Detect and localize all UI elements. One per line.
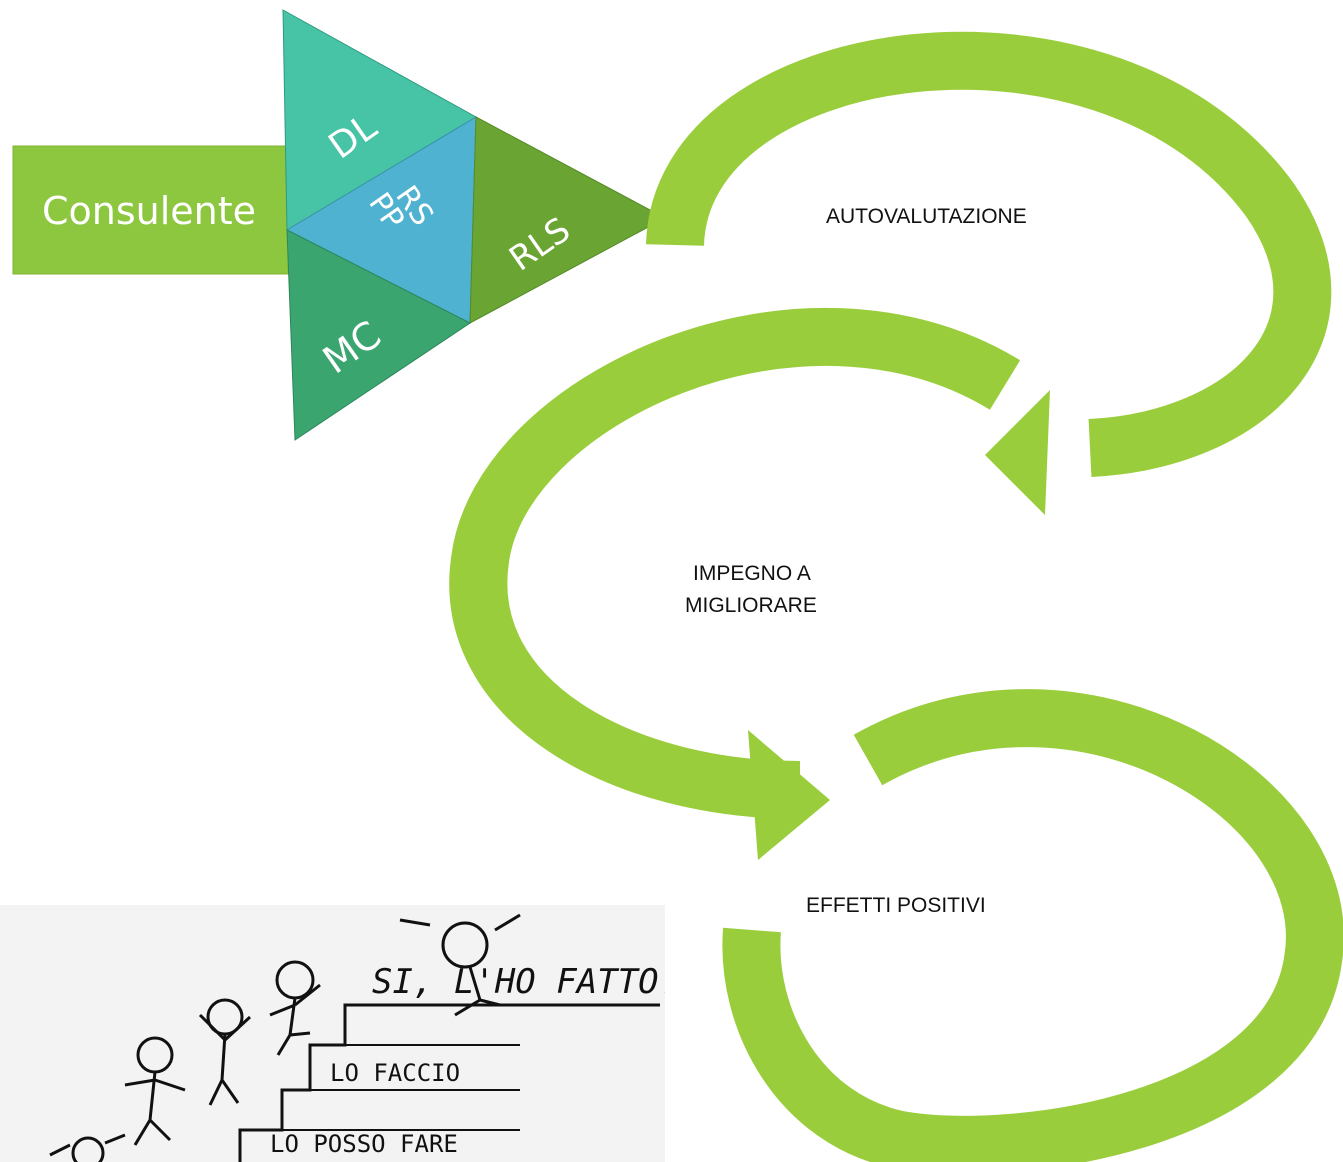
cartoon-text-doing: LO FACCIO — [330, 1059, 460, 1087]
consulente-label: Consulente — [42, 189, 256, 233]
cartoon-text-done: SI, L'HO FATTO! — [372, 962, 665, 1002]
triangle-bottom-segment — [286, 229, 471, 441]
figure-ground — [49, 1133, 126, 1162]
figure-jumping — [399, 913, 521, 1017]
cycle-label-impegno-1: IMPEGNO A — [693, 562, 811, 585]
figure-middle-step — [198, 998, 252, 1106]
cycle-arrow-1 — [646, 31, 1332, 477]
cycle-arrowhead-1 — [985, 390, 1050, 515]
cycle-arrow-3 — [722, 689, 1343, 1162]
cartoon-text-can: LO POSSO FARE — [270, 1130, 458, 1158]
consulente-box — [12, 145, 289, 275]
cycle-label-effetti: EFFETTI POSITIVI — [806, 894, 986, 917]
cycle-label-impegno-2: MIGLIORARE — [685, 594, 817, 617]
stairs-cartoon: SI, L'HO FATTO! LO FACCIO LO POSSO FARE — [0, 905, 665, 1162]
triangle-right-segment — [469, 116, 667, 324]
figure-top-step — [269, 960, 321, 1056]
cycle-arrowhead-2 — [748, 730, 830, 860]
cycle-arrow-2 — [449, 308, 1021, 819]
figure-low-step — [124, 1036, 186, 1146]
cycle-label-autovalutazione: AUTOVALUTAZIONE — [826, 205, 1027, 228]
